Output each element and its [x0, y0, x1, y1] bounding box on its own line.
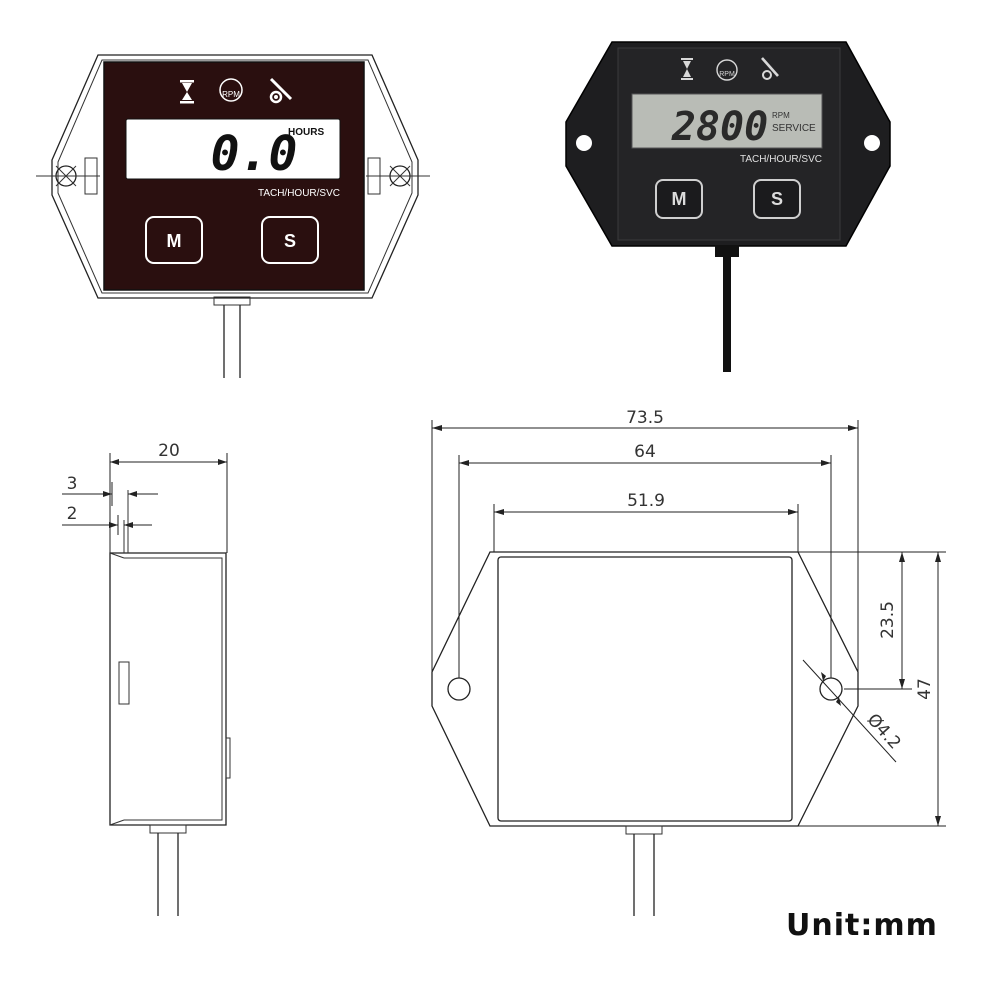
- flange-offset-dimension: 3: [62, 474, 158, 506]
- photo-m-button[interactable]: M: [655, 179, 703, 219]
- hole-height-dimension: 23.5: [798, 551, 912, 690]
- mode-label: TACH/HOUR/SVC: [258, 188, 340, 199]
- s-button[interactable]: S: [261, 216, 319, 264]
- rpm-icon-label: RPM: [222, 90, 240, 99]
- front-view-drawing: 73.5 64 51.9 23.5: [431, 408, 946, 916]
- hole-diameter-value: Ø4.2: [863, 710, 905, 753]
- mounting-flange: [51, 54, 419, 299]
- photo-rpm-icon-label: RPM: [719, 71, 735, 78]
- photo-cable: [723, 255, 731, 372]
- cable: [213, 296, 251, 378]
- device-front-drawing: RPM 0.0 HOURS TACH/HOUR/SVC M S: [36, 54, 430, 378]
- photo-m-button-label: M: [672, 189, 687, 209]
- photo-hourglass-icon: [681, 58, 693, 80]
- hourglass-icon: [180, 80, 194, 104]
- overall-height-value: 47: [915, 678, 935, 700]
- front-left-hole: [447, 677, 471, 701]
- s-button-label: S: [284, 231, 296, 251]
- hole-height-value: 23.5: [878, 601, 898, 639]
- flange-thickness-dimension: 2: [62, 504, 152, 535]
- body-width-dimension: 51.9: [493, 491, 799, 552]
- wrench-gear-icon: [269, 77, 293, 104]
- hole-diameter-dimension: Ø4.2: [802, 659, 905, 763]
- lcd-unit: HOURS: [288, 127, 324, 138]
- photo-lcd-unit-top: RPM: [772, 111, 790, 120]
- rpm-gauge-icon: RPM: [219, 78, 243, 102]
- lcd-screen: [125, 118, 341, 180]
- side-flange: [118, 661, 130, 705]
- m-button[interactable]: M: [145, 216, 203, 264]
- overall-width-dimension: 73.5: [431, 408, 859, 672]
- photo-left-hole: [576, 135, 592, 151]
- left-mounting-hole: [36, 157, 100, 195]
- photo-rpm-icon: RPM: [716, 59, 738, 81]
- m-button-label: M: [167, 231, 182, 251]
- photo-lcd-screen: [631, 93, 823, 149]
- photo-right-hole: [864, 135, 880, 151]
- body-width-value: 51.9: [627, 491, 665, 511]
- unit-label: Unit:mm: [786, 908, 938, 943]
- front-body: [497, 556, 793, 822]
- photo-wrench-icon: [761, 57, 779, 80]
- flange-offset-value: 3: [67, 474, 78, 494]
- photo-lcd-value: 2800: [671, 104, 768, 150]
- side-view-drawing: 20 3 2: [62, 441, 231, 916]
- depth-value: 20: [158, 441, 180, 461]
- front-right-hole: [819, 677, 843, 701]
- side-body: [109, 552, 227, 826]
- depth-dimension: 20: [109, 441, 228, 553]
- hole-spacing-dimension: 64: [458, 442, 832, 678]
- lcd-value: 0.0: [211, 126, 298, 182]
- photo-lcd-unit-bottom: SERVICE: [772, 123, 816, 134]
- front-outline: [431, 551, 859, 827]
- overall-width-value: 73.5: [626, 408, 664, 428]
- right-mounting-hole: [366, 157, 430, 195]
- flange-thickness-value: 2: [67, 504, 78, 524]
- device-photo: RPM 2800 RPM SERVICE TACH/HOUR/SVC M S: [565, 41, 891, 372]
- photo-mode-label: TACH/HOUR/SVC: [740, 154, 822, 165]
- photo-s-button[interactable]: S: [753, 179, 801, 219]
- photo-s-button-label: S: [771, 189, 783, 209]
- photo-cable-boot: [715, 245, 739, 257]
- overall-height-dimension: 47: [798, 551, 946, 827]
- hole-spacing-value: 64: [634, 442, 656, 462]
